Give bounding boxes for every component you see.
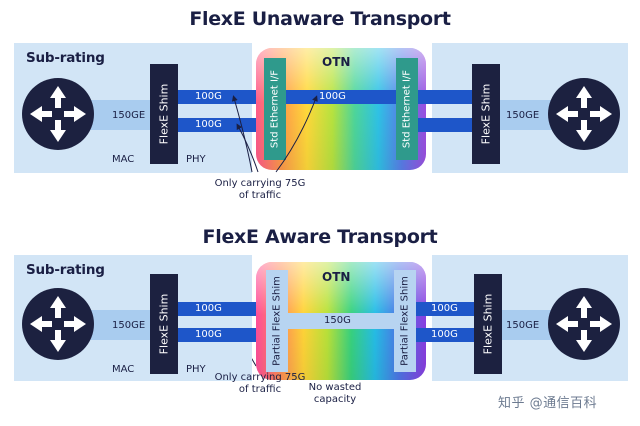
top-right-shim-label: FlexE Shim (479, 83, 493, 145)
top-annotation: Only carrying 75G of traffic (210, 178, 310, 202)
top-left-link-2-label: 100G (195, 119, 222, 130)
bottom-annotation-line2: of traffic (238, 384, 282, 395)
top-left-router-icon (22, 78, 94, 150)
bottom-annotation-2: No wasted capacity (300, 382, 370, 406)
bottom-left-link-1-label: 100G (195, 303, 222, 314)
bottom-left-link-2 (178, 328, 268, 342)
bottom-left-shim-label: FlexE Shim (157, 293, 171, 355)
top-interface-right: Std Ethernet I/F (396, 58, 418, 160)
bottom-phy-label: PHY (186, 364, 206, 375)
top-right-router-icon (548, 78, 620, 150)
bottom-left-shim: FlexE Shim (150, 274, 178, 374)
bottom-interface-right: Partial FlexE Shim (394, 270, 416, 372)
bottom-right-link-1 (416, 302, 474, 316)
bottom-right-link-2-label: 100G (431, 329, 458, 340)
bottom-left-link-2-label: 100G (195, 329, 222, 340)
top-otn-link-label: 100G (319, 91, 346, 102)
top-panel-title: Sub-rating (26, 50, 105, 66)
bottom-otn-label: OTN (322, 270, 351, 284)
bottom-right-link-2 (416, 328, 474, 342)
top-phy-label: PHY (186, 154, 206, 165)
bottom-right-shim-label: FlexE Shim (481, 293, 495, 355)
watermark: 知乎 @通信百科 (498, 396, 598, 411)
top-title: FlexE Unaware Transport (189, 8, 451, 30)
bottom-interface-right-label: Partial FlexE Shim (399, 276, 411, 366)
top-left-shim: FlexE Shim (150, 64, 178, 164)
top-otn-label: OTN (322, 55, 351, 69)
top-left-rate-label: 150GE (112, 110, 146, 121)
top-interface-right-label: Std Ethernet I/F (401, 69, 413, 149)
bottom-annotation-line1: Only carrying 75G (214, 372, 306, 383)
bottom-left-link-1 (178, 302, 268, 316)
bottom-interface-left-label: Partial FlexE Shim (271, 276, 283, 366)
top-annotation-line2: of traffic (238, 190, 282, 201)
bottom-annotation2-line1: No wasted (308, 382, 362, 393)
bottom-otn-link-label: 150G (324, 315, 351, 326)
bottom-right-router-icon (548, 288, 620, 360)
top-right-link-2 (418, 118, 472, 132)
top-right-link-1 (418, 90, 472, 104)
top-left-shim-label: FlexE Shim (157, 83, 171, 145)
bottom-left-rate-label: 150GE (112, 320, 146, 331)
bottom-right-link-1-label: 100G (431, 303, 458, 314)
bottom-left-router-icon (22, 288, 94, 360)
bottom-otn-link (288, 313, 394, 329)
bottom-right-shim: FlexE Shim (474, 274, 502, 374)
top-interface-left-label: Std Ethernet I/F (269, 69, 281, 149)
top-mac-label: MAC (112, 154, 135, 165)
top-right-shim: FlexE Shim (472, 64, 500, 164)
bottom-annotation2-line2: capacity (313, 394, 357, 405)
bottom-panel-title: Sub-rating (26, 262, 105, 278)
top-right-band (500, 100, 556, 130)
bottom-mac-label: MAC (112, 364, 135, 375)
bottom-right-rate-label: 150GE (506, 320, 540, 331)
top-right-rate-label: 150GE (506, 110, 540, 121)
bottom-annotation: Only carrying 75G of traffic (210, 372, 310, 396)
top-left-link-1-label: 100G (195, 91, 222, 102)
bottom-right-band (502, 310, 556, 340)
top-interface-left: Std Ethernet I/F (264, 58, 286, 160)
bottom-title: FlexE Aware Transport (202, 226, 438, 248)
top-annotation-line1: Only carrying 75G (214, 178, 306, 189)
bottom-interface-left: Partial FlexE Shim (266, 270, 288, 372)
